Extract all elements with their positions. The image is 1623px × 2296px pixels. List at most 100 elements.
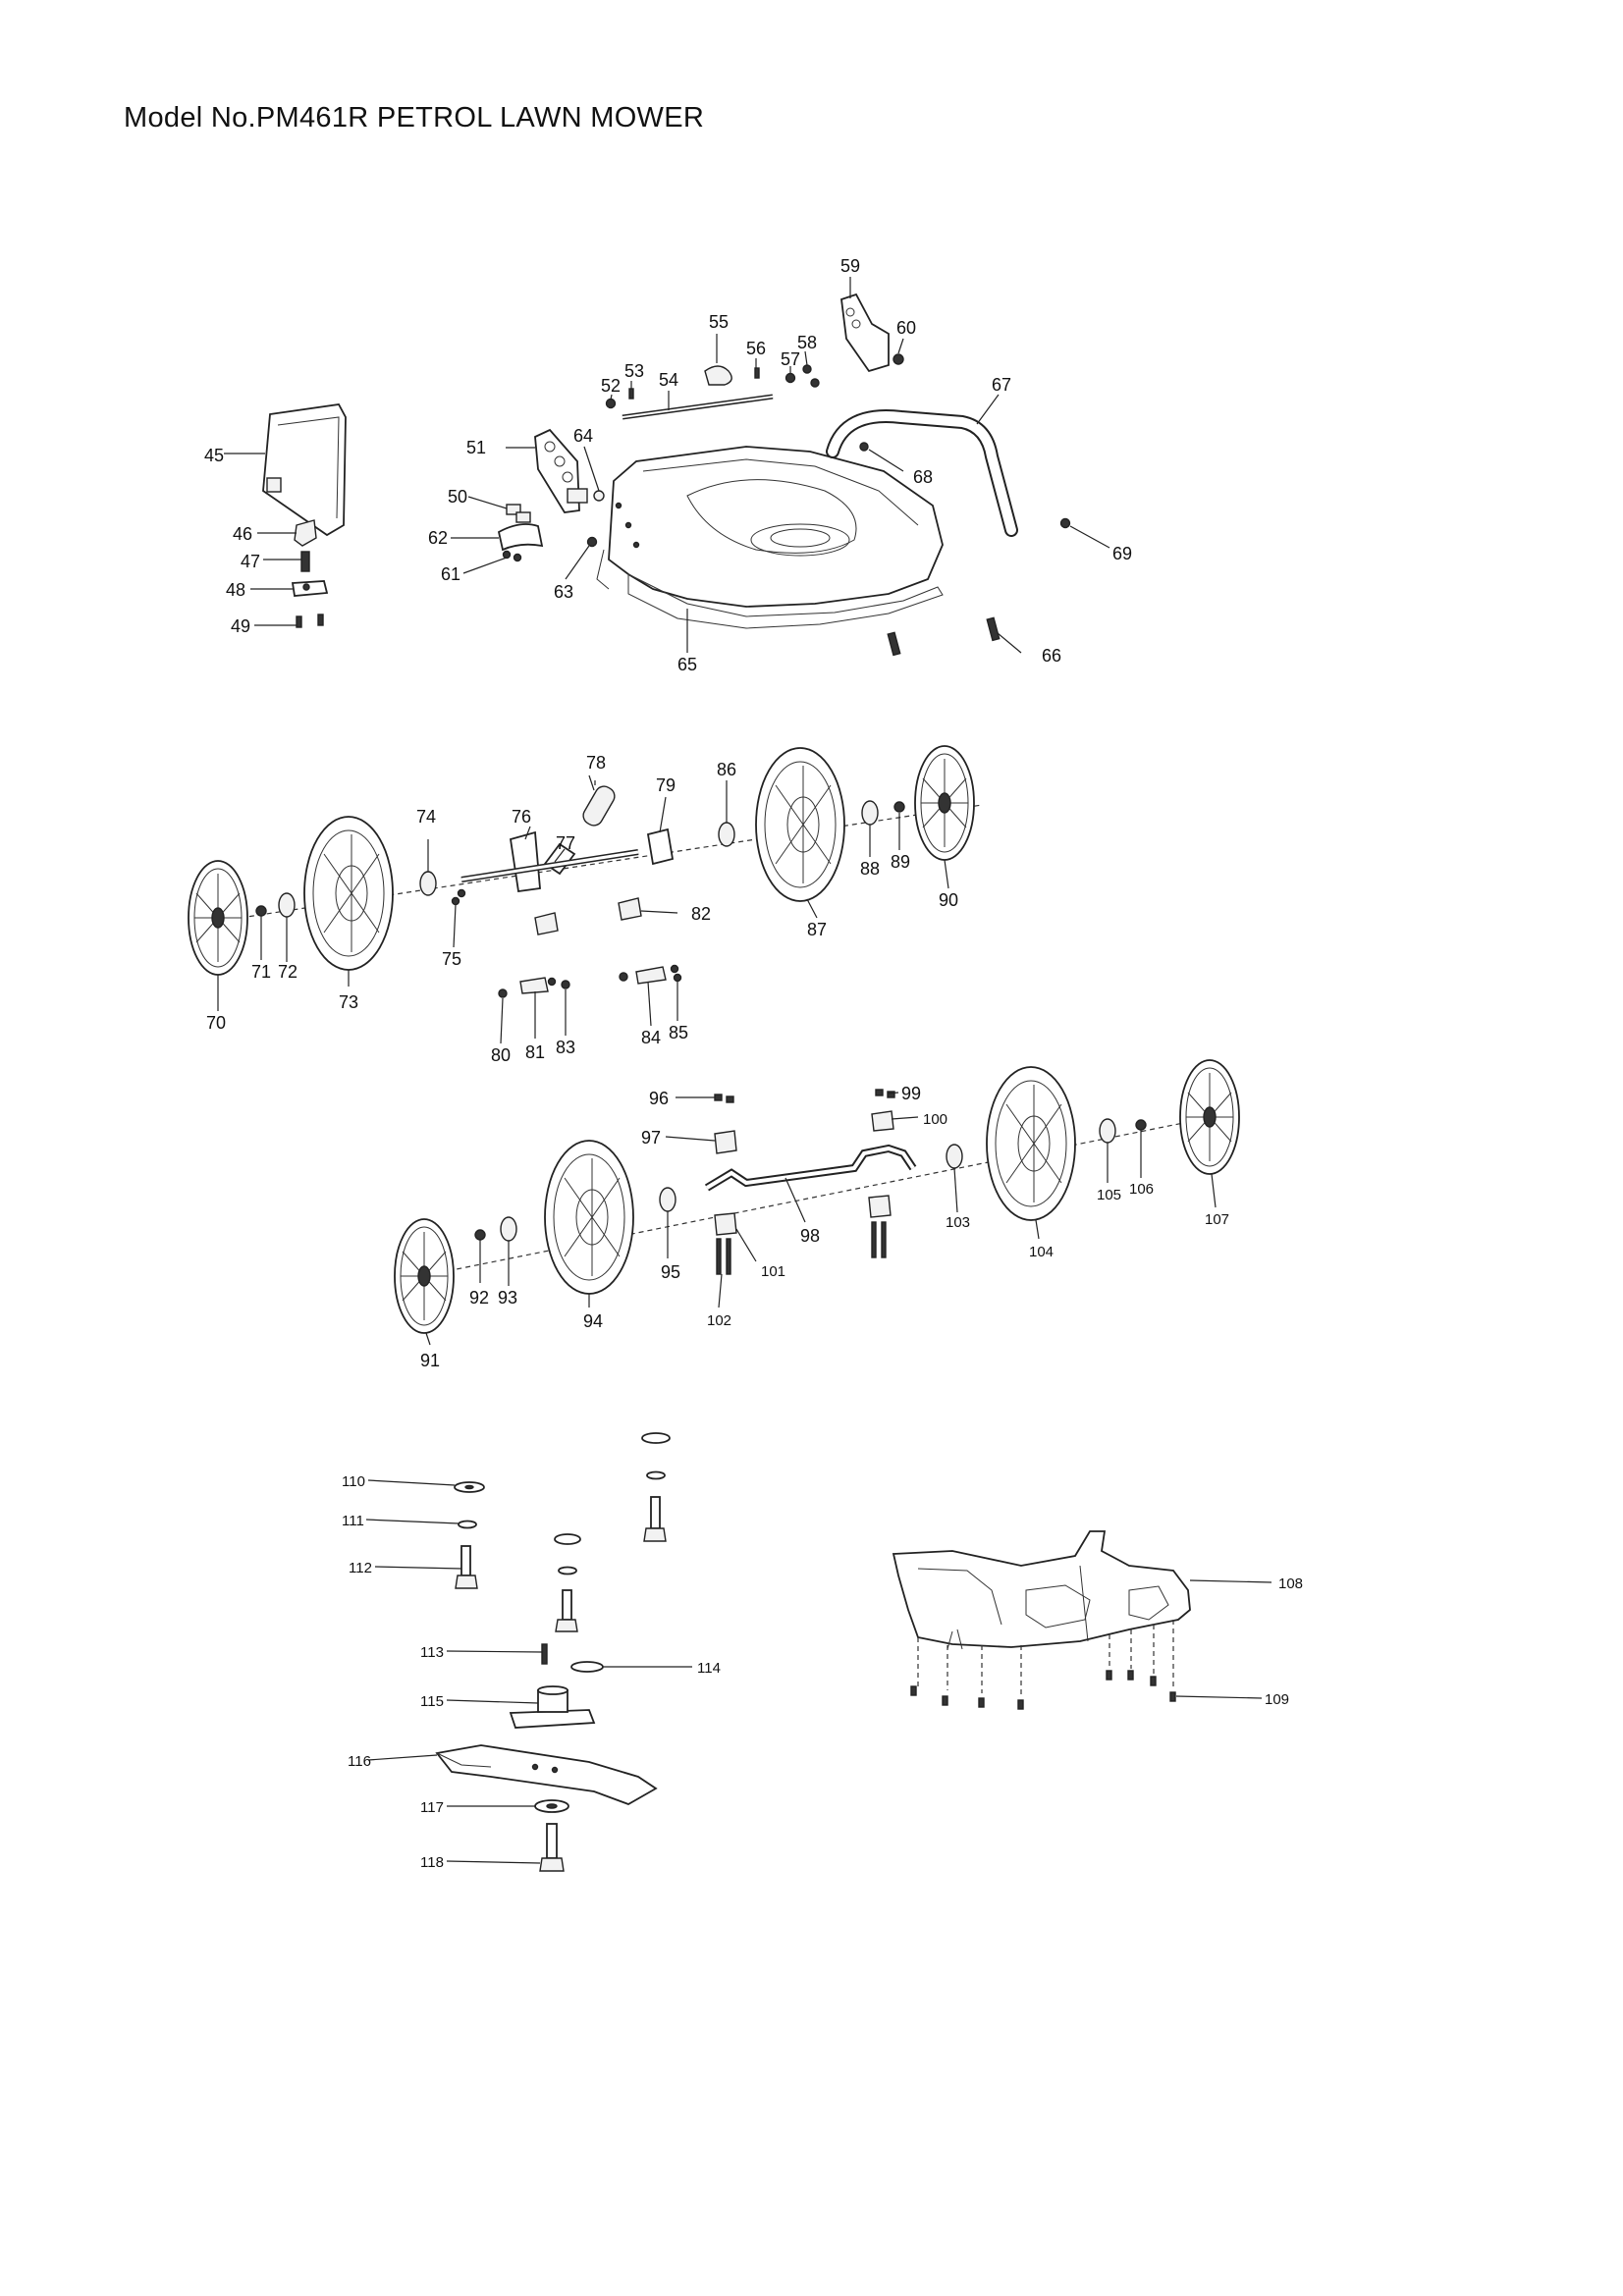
part-48-bracket [291, 580, 329, 597]
part-68-bolt [859, 442, 869, 452]
label-46: 46 [233, 524, 252, 544]
part-112-bolt [455, 1545, 478, 1589]
part-66-springs [887, 616, 1001, 657]
label-97: 97 [641, 1128, 661, 1148]
part-74-bearing [419, 871, 437, 896]
label-64: 64 [573, 426, 593, 446]
part-109-screws [910, 1620, 1176, 1710]
label-55: 55 [709, 312, 729, 332]
label-103: 103 [946, 1214, 970, 1231]
label-54: 54 [659, 370, 678, 390]
part-64-washer [593, 490, 605, 502]
label-71: 71 [251, 962, 271, 982]
label-102: 102 [707, 1312, 731, 1329]
label-51: 51 [466, 438, 486, 457]
part-right-bolt-stack [641, 1432, 671, 1542]
label-50: 50 [448, 487, 467, 507]
part-102-bolts [716, 1221, 887, 1275]
label-82x: 83 [556, 1038, 575, 1057]
part-114-washer [570, 1661, 604, 1673]
part-88-bearing [861, 800, 879, 826]
part-97-bracket [714, 1130, 737, 1154]
label-100: 100 [923, 1111, 947, 1128]
part-centre-bolt-stack [554, 1533, 581, 1632]
part-61-screws [502, 550, 522, 562]
part-79-pivot-arm [646, 828, 675, 866]
part-53-pin [628, 388, 634, 400]
part-111-spring-washer [458, 1520, 477, 1529]
part-71-nut [255, 905, 267, 917]
label-85: 85 [669, 1023, 688, 1042]
label-92: 92 [469, 1288, 489, 1308]
label-57: 57 [781, 349, 800, 369]
label-89: 89 [891, 852, 910, 872]
label-105: 105 [1097, 1187, 1121, 1203]
label-58: 58 [797, 333, 817, 352]
part-62-bracket [497, 523, 544, 552]
part-76-lever [509, 830, 541, 893]
label-113: 113 [420, 1644, 444, 1661]
label-96: 96 [649, 1089, 669, 1108]
part-49-screws [296, 614, 324, 628]
part-47-spring [300, 551, 310, 572]
part-52-nut [605, 398, 617, 409]
label-118: 118 [420, 1854, 444, 1871]
label-109: 109 [1265, 1691, 1289, 1708]
part-104-wheel [986, 1066, 1076, 1221]
part-67-handle [826, 409, 1018, 537]
rear-axle-group: 70 71 72 73 74 75 76 77 78 79 80 81 83 8… [188, 745, 983, 1065]
part-117-washer [534, 1799, 569, 1813]
label-61: 61 [441, 564, 460, 584]
label-45: 45 [204, 446, 224, 465]
part-50-pivot-bolts [506, 504, 531, 523]
label-68: 68 [913, 467, 933, 487]
part-86-bearing [718, 822, 735, 847]
part-106-nut [1135, 1119, 1147, 1131]
part-90-hubcap [914, 745, 975, 861]
label-59: 59 [840, 256, 860, 276]
part-65-deck [596, 446, 944, 629]
part-63-nut [586, 536, 598, 548]
label-99: 99 [901, 1084, 921, 1103]
label-110: 110 [342, 1473, 365, 1490]
label-53: 53 [624, 361, 644, 381]
label-77: 77 [556, 833, 575, 853]
label-75: 75 [442, 949, 461, 969]
part-95-bearing [659, 1187, 676, 1212]
label-67: 67 [992, 375, 1011, 395]
label-88: 88 [860, 859, 880, 879]
cover-group: 108 109 [892, 1530, 1303, 1710]
label-112: 112 [349, 1560, 372, 1576]
label-82: 82 [691, 904, 711, 924]
label-111: 111 [342, 1513, 364, 1529]
label-86: 86 [717, 760, 736, 779]
label-90: 90 [939, 890, 958, 910]
label-94: 94 [583, 1311, 603, 1331]
part-113-key [541, 1643, 548, 1665]
part-57-nut [784, 372, 796, 384]
part-89-nut [893, 801, 905, 813]
part-80-81-83-fasteners [498, 977, 570, 998]
part-72-bearing [278, 892, 296, 918]
label-48: 48 [226, 580, 245, 600]
label-78: 78 [586, 753, 606, 773]
part-107-hubcap [1179, 1059, 1240, 1175]
part-105-bearing [1099, 1118, 1116, 1144]
part-45-rear-flap [262, 403, 347, 537]
part-46-latch [294, 519, 317, 547]
label-114: 114 [697, 1660, 721, 1677]
label-72: 72 [278, 962, 298, 982]
label-60: 60 [896, 318, 916, 338]
label-56: 56 [746, 339, 766, 358]
label-49: 49 [231, 616, 250, 636]
label-93: 93 [498, 1288, 517, 1308]
part-94-wheel [544, 1140, 634, 1295]
part-91-hubcap [394, 1218, 455, 1334]
label-62: 62 [428, 528, 448, 548]
label-69: 69 [1112, 544, 1132, 563]
part-84-85-fasteners [619, 964, 682, 985]
part-70-hubcap [188, 860, 248, 976]
part-56-pin [754, 367, 760, 379]
page-title: Model No.PM461R PETROL LAWN MOWER [124, 102, 705, 133]
